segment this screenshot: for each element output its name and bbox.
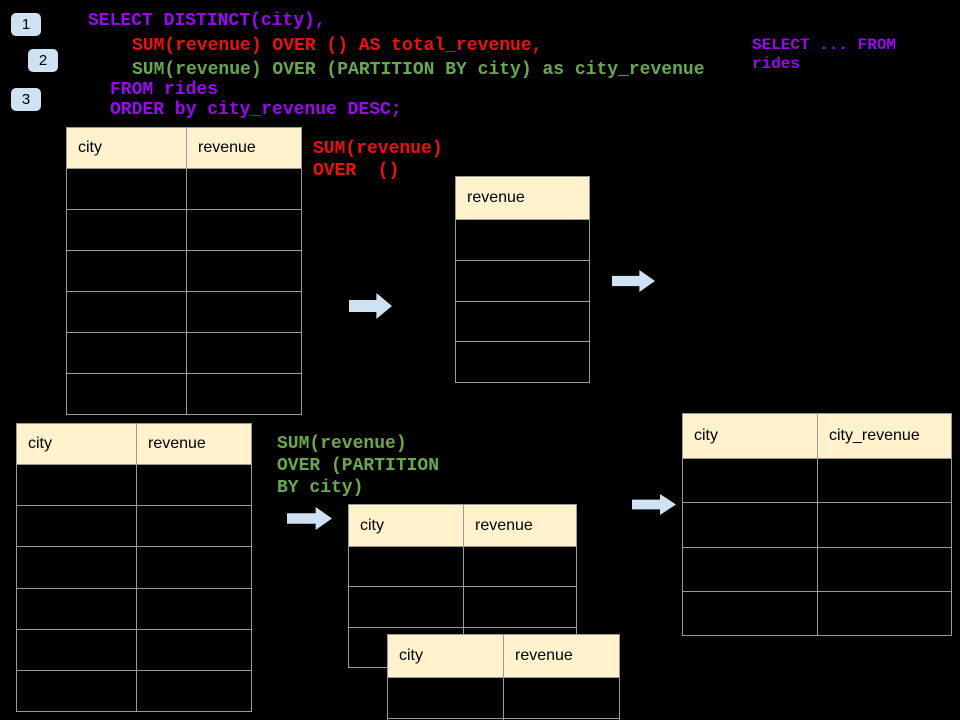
table-cell: [818, 459, 951, 502]
flow-arrow-right-icon: [349, 293, 392, 319]
table-cell: [17, 588, 137, 629]
table-row: [17, 628, 251, 670]
total-revenue-result-table: revenue: [455, 176, 590, 383]
table-row: [17, 669, 251, 712]
table-row: [683, 502, 951, 547]
table-row: [17, 464, 251, 506]
table-cell: [464, 547, 576, 586]
table-cell: [187, 333, 301, 373]
table-cell: [137, 630, 251, 670]
table-cell: [464, 587, 576, 626]
table-row: [67, 250, 301, 291]
partition-group-table-back: city revenue: [348, 504, 577, 668]
flow-arrow-right-icon: [632, 494, 676, 515]
table-cell: [67, 374, 187, 414]
column-header-city: city: [349, 505, 464, 546]
table-row: [456, 219, 589, 260]
label-sum-over-total: SUM(revenue) OVER (): [313, 139, 443, 181]
table-row: [17, 505, 251, 547]
city-revenue-result-table: city city_revenue: [682, 413, 952, 636]
table-cell: [456, 261, 589, 301]
table-row: [456, 341, 589, 382]
rides-source-table-bottom: city revenue: [16, 423, 252, 712]
table-cell: [137, 589, 251, 629]
step-badge-3: 3: [11, 88, 41, 111]
table-cell: [388, 678, 504, 718]
table-row: [17, 587, 251, 629]
column-header-city: city: [17, 424, 137, 464]
table-row: [67, 291, 301, 332]
table-row: [67, 209, 301, 250]
sql-line-city-revenue: SUM(revenue) OVER (PARTITION BY city) as…: [132, 60, 705, 80]
column-header-revenue: revenue: [504, 635, 619, 677]
table-cell: [818, 548, 951, 591]
table-row: [683, 546, 951, 591]
sql-line-from: FROM rides: [110, 80, 219, 100]
table-cell: [349, 587, 464, 627]
table-row: [349, 586, 576, 627]
column-header-revenue: revenue: [137, 424, 251, 464]
table-row: [683, 458, 951, 503]
table-row: [349, 546, 576, 587]
column-header-city: city: [683, 414, 818, 458]
table-cell: [67, 333, 187, 373]
table-row: [67, 373, 301, 414]
table-cell: [137, 465, 251, 505]
label-sum-over-partition: SUM(revenue) OVER (PARTITION BY city): [277, 434, 440, 498]
table-cell: [683, 503, 818, 547]
table-cell: [67, 210, 187, 250]
flow-arrow-right-icon: [612, 270, 655, 292]
table-cell: [137, 506, 251, 546]
table-cell: [504, 678, 619, 718]
table-cell: [187, 292, 301, 332]
table-cell: [67, 292, 187, 332]
column-header-city: city: [67, 128, 187, 168]
table-cell: [818, 503, 951, 546]
column-header-city: city: [388, 635, 504, 677]
table-cell: [818, 592, 951, 635]
table-row: [67, 332, 301, 373]
table-row: [17, 546, 251, 588]
table-cell: [456, 342, 589, 382]
sql-line-total-revenue: SUM(revenue) OVER () AS total_revenue,: [132, 36, 543, 56]
table-cell: [683, 547, 818, 591]
flow-arrow-right-icon: [287, 507, 332, 530]
table-cell: [349, 547, 464, 587]
side-note-select-from-rides: SELECT ... FROM rides: [752, 36, 897, 73]
table-row: [456, 259, 589, 301]
rides-source-table-top: city revenue: [66, 127, 302, 415]
table-cell: [456, 220, 589, 260]
table-cell: [17, 506, 137, 547]
table-cell: [187, 374, 301, 414]
column-header-revenue: revenue: [456, 177, 589, 219]
table-cell: [17, 670, 137, 712]
table-cell: [187, 251, 301, 291]
sql-line-select: SELECT DISTINCT(city),: [88, 11, 326, 31]
column-header-revenue: revenue: [187, 128, 301, 168]
partition-group-table-front: city revenue: [387, 634, 620, 720]
table-cell: [187, 169, 301, 209]
table-cell: [137, 547, 251, 587]
step-badge-2: 2: [28, 49, 58, 72]
table-cell: [137, 671, 251, 711]
table-cell: [17, 465, 137, 506]
sql-line-order-by: ORDER by city_revenue DESC;: [110, 100, 402, 120]
table-row: [67, 168, 301, 209]
table-cell: [17, 547, 137, 588]
table-row: [683, 590, 951, 635]
table-row: [456, 300, 589, 342]
table-cell: [187, 210, 301, 250]
table-cell: [683, 591, 818, 635]
table-cell: [17, 629, 137, 670]
column-header-city-revenue: city_revenue: [818, 414, 951, 458]
table-cell: [456, 302, 589, 342]
table-row: [388, 677, 619, 718]
table-cell: [67, 251, 187, 291]
column-header-revenue: revenue: [464, 505, 576, 546]
table-cell: [67, 169, 187, 209]
table-cell: [683, 459, 818, 503]
step-badge-1: 1: [11, 13, 41, 36]
